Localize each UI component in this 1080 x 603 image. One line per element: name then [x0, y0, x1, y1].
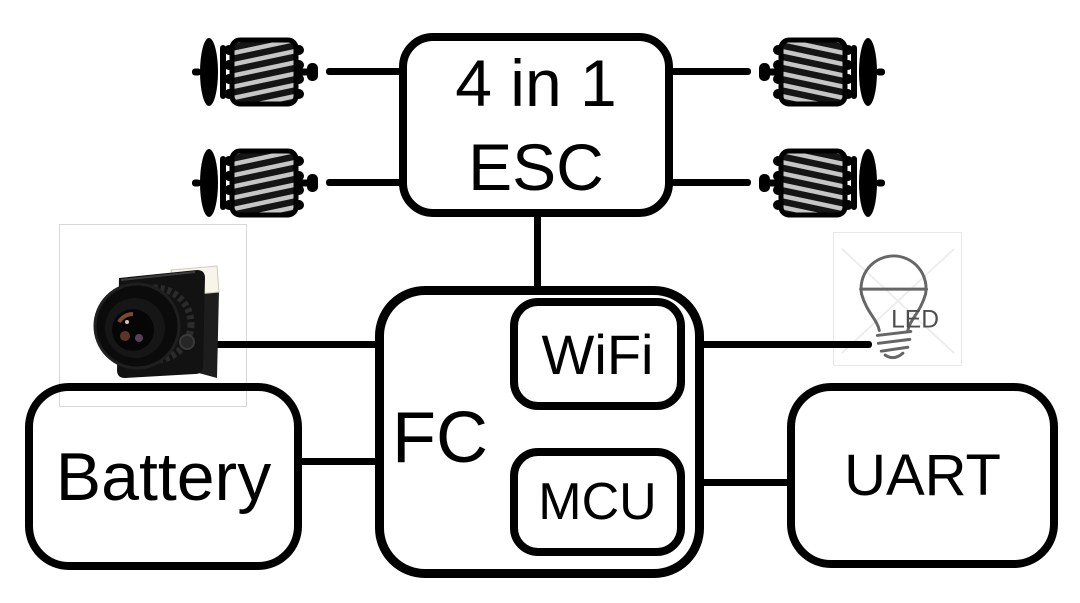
wire-fc-led: [697, 341, 872, 348]
esc-node: 4 in 1 ESC: [399, 33, 673, 217]
uart-label: UART: [844, 443, 1001, 508]
fc-label: FC: [392, 398, 488, 478]
wire-motor-tl-esc: [326, 68, 407, 75]
battery-node: Battery: [25, 383, 302, 570]
wifi-node: WiFi: [510, 298, 685, 410]
motor-bottom-right-icon: [753, 147, 885, 219]
wire-camera-fc: [190, 341, 385, 348]
wire-esc-motor-br: [671, 179, 751, 186]
led-label: LED: [891, 307, 939, 334]
wire-esc-fc: [534, 212, 541, 290]
esc-label-line1: 4 in 1: [455, 46, 617, 120]
motor-bottom-left-icon: [192, 147, 324, 219]
led-bulb-icon: LED: [841, 248, 955, 360]
wire-esc-motor-tr: [671, 68, 751, 75]
mcu-node: MCU: [510, 448, 685, 556]
motor-top-left-icon: [192, 36, 324, 108]
wire-fc-uart: [697, 479, 792, 486]
motor-top-right-icon: [753, 36, 885, 108]
wire-motor-bl-esc: [326, 179, 407, 186]
battery-label: Battery: [55, 438, 272, 515]
uart-node: UART: [787, 383, 1058, 568]
mcu-label: MCU: [538, 473, 657, 531]
esc-label-line2: ESC: [468, 130, 604, 204]
fpv-camera-icon: [93, 265, 220, 378]
wire-battery-fc: [295, 458, 385, 465]
wifi-label: WiFi: [541, 322, 654, 386]
